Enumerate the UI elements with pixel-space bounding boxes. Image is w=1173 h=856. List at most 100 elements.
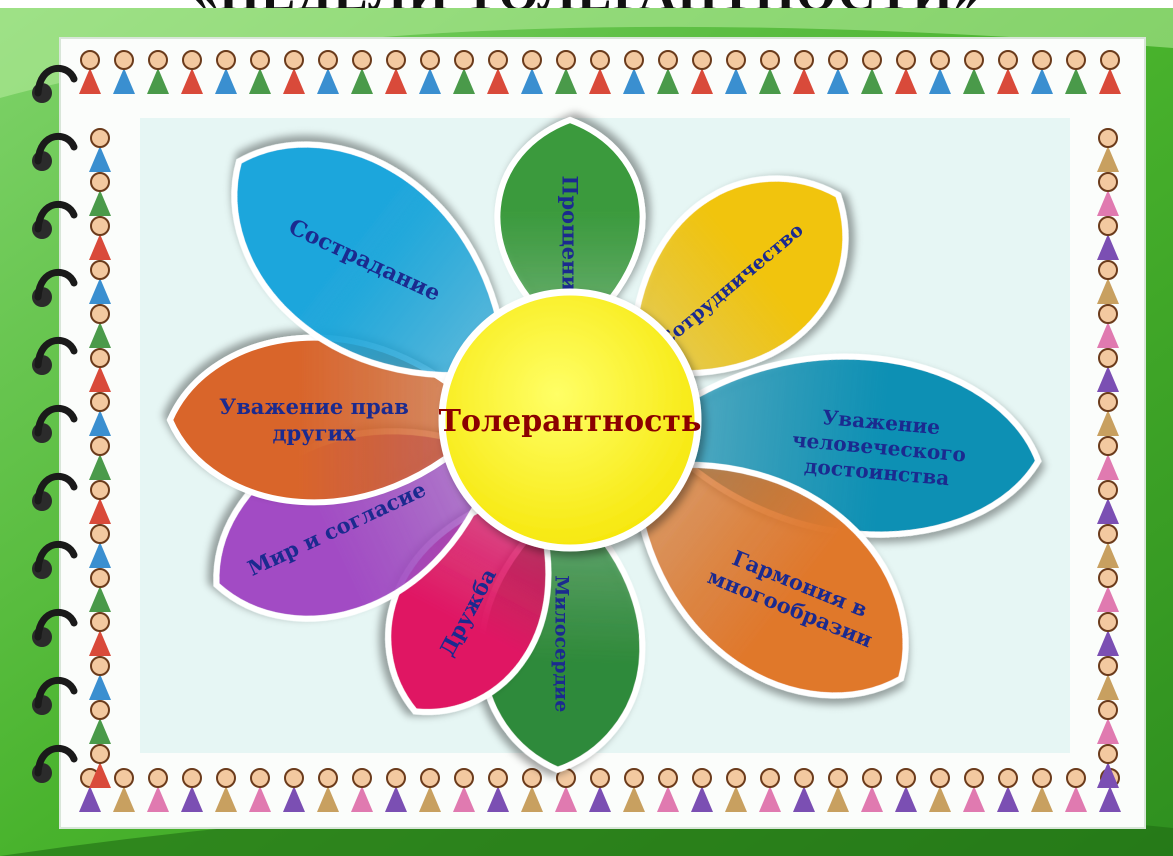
border-figure-body	[89, 234, 111, 260]
border-figure-head	[114, 768, 134, 788]
border-figure-body	[1097, 410, 1119, 436]
binding-ring	[34, 268, 78, 301]
border-figure-body	[691, 68, 713, 94]
border-figure-body	[1097, 322, 1119, 348]
border-figure-head	[1098, 436, 1118, 456]
border-figure-head	[318, 768, 338, 788]
border-figure-body	[929, 786, 951, 812]
border-figure-head	[998, 768, 1018, 788]
border-figure-body	[249, 786, 271, 812]
border-figure-head	[182, 50, 202, 70]
border-figure-body	[1097, 234, 1119, 260]
border-figure-head	[896, 768, 916, 788]
border-figure-body	[623, 68, 645, 94]
border-figure-body	[725, 68, 747, 94]
border-figure-body	[487, 68, 509, 94]
border-figure-head	[420, 50, 440, 70]
petal-label-line: Уважение прав	[219, 394, 409, 419]
border-figure-head	[250, 768, 270, 788]
border-figure-head	[658, 50, 678, 70]
border-figure-head	[862, 50, 882, 70]
border-figure-body	[555, 68, 577, 94]
border-figure-head	[454, 50, 474, 70]
petal-2	[628, 175, 849, 377]
center-label: Толерантность	[439, 404, 702, 439]
border-figure-body	[113, 68, 135, 94]
border-figure-body	[79, 786, 101, 812]
border-figure-head	[352, 768, 372, 788]
border-figure-body	[895, 786, 917, 812]
border-figure-body	[181, 68, 203, 94]
border-figure-body	[1097, 190, 1119, 216]
border-figure-body	[147, 786, 169, 812]
border-figure-body	[249, 68, 271, 94]
border-figure-body	[555, 786, 577, 812]
border-figure-body	[1097, 498, 1119, 524]
border-figure-head	[930, 50, 950, 70]
border-figure-head	[216, 50, 236, 70]
border-figure-head	[590, 50, 610, 70]
border-figure-body	[89, 674, 111, 700]
border-figure-body	[657, 786, 679, 812]
border-figure-head	[964, 50, 984, 70]
border-figure-head	[896, 50, 916, 70]
border-figure-head	[1098, 260, 1118, 280]
binding-ring	[34, 540, 78, 573]
border-figure-body	[89, 542, 111, 568]
border-figure-body	[1097, 278, 1119, 304]
border-figure-head	[1098, 700, 1118, 720]
border-figure-head	[90, 172, 110, 192]
border-figure-body	[89, 278, 111, 304]
border-figure-head	[420, 768, 440, 788]
border-figure-body	[1099, 786, 1121, 812]
border-figure-head	[90, 744, 110, 764]
border-figure-head	[692, 50, 712, 70]
border-figure-head	[488, 768, 508, 788]
border-figure-body	[317, 786, 339, 812]
border-figure-body	[963, 786, 985, 812]
border-figure-body	[283, 68, 305, 94]
border-figure-body	[827, 68, 849, 94]
border-figure-head	[1098, 480, 1118, 500]
background-light-swoosh	[0, 8, 1173, 98]
border-figure-body	[589, 68, 611, 94]
border-figure-head	[794, 50, 814, 70]
border-figure-body	[861, 786, 883, 812]
border-figure-head	[1100, 50, 1120, 70]
border-figure-body	[419, 68, 441, 94]
binding-ring	[34, 132, 78, 165]
border-figure-head	[1098, 392, 1118, 412]
border-figure-body	[929, 68, 951, 94]
border-figure-body	[521, 68, 543, 94]
border-figure-head	[556, 50, 576, 70]
border-figure-body	[1065, 68, 1087, 94]
petal-9	[231, 141, 511, 379]
border-figure-head	[828, 768, 848, 788]
border-figure-body	[725, 786, 747, 812]
border-figure-body	[1097, 630, 1119, 656]
border-figure-body	[89, 762, 111, 788]
petal-label-line: Милосердие	[551, 575, 573, 712]
border-figure-head	[726, 768, 746, 788]
border-figure-head	[624, 50, 644, 70]
border-figure-body	[1097, 366, 1119, 392]
border-figure-body	[963, 68, 985, 94]
border-figure-head	[80, 50, 100, 70]
petal-label-5: Милосердие	[551, 575, 573, 712]
border-figure-head	[760, 50, 780, 70]
border-figure-body	[89, 146, 111, 172]
binding-ring	[34, 472, 78, 505]
border-figure-head	[90, 568, 110, 588]
border-figure-body	[1097, 718, 1119, 744]
border-figure-body	[385, 68, 407, 94]
border-figure-body	[487, 786, 509, 812]
border-figure-head	[216, 768, 236, 788]
border-figure-head	[1032, 768, 1052, 788]
border-figure-head	[828, 50, 848, 70]
petal-1	[494, 116, 646, 344]
border-figure-body	[1097, 454, 1119, 480]
border-figure-body	[793, 786, 815, 812]
